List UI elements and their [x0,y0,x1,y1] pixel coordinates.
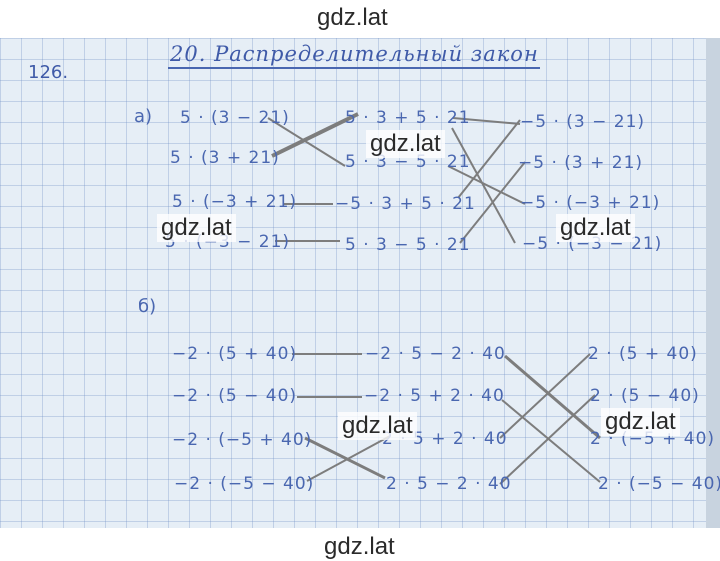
connector-b5 [504,354,601,440]
part-a-right-1: −5 · (3 − 21) [520,112,646,132]
part-b-right-1: 2 · (5 + 40) [588,344,698,364]
watermark-mid-5: gdz.lat [601,408,680,436]
part-a-middle-4: 5 · 3 − 5 · 21 [345,235,471,255]
part-b-label: б) [138,296,157,317]
page-edge [706,38,720,528]
connector-a5 [452,117,521,125]
part-a-left-2: 5 · (3 + 21) [170,148,280,168]
watermark-bottom: gdz.lat [320,533,399,561]
part-a-left-1: 5 · (3 − 21) [180,108,290,128]
part-b-right-2: 2 · (5 − 40) [590,386,700,406]
notebook-page: 126. 20. Распределительный закон а) 5 · … [0,38,720,528]
part-b-middle-1: −2 · 5 − 2 · 40 [365,344,506,364]
connector-a2 [271,112,359,158]
part-b-left-1: −2 · (5 + 40) [172,344,298,364]
connector-b3 [304,436,386,480]
part-b-middle-4: 2 · 5 − 2 · 40 [386,474,512,494]
part-a-middle-1: 5 · 3 + 5 · 21 [345,108,471,128]
watermark-mid-2: gdz.lat [157,214,236,242]
connector-b4 [306,435,391,482]
title-underline [168,67,540,69]
part-b-left-4: −2 · (−5 − 40) [174,474,315,494]
part-b-middle-2: −2 · 5 + 2 · 40 [364,386,505,406]
watermark-top: gdz.lat [313,4,392,32]
part-b-left-3: −2 · (−5 + 40) [172,430,313,450]
connector-a6 [447,165,526,205]
part-b-right-4: 2 · (−5 − 40) [598,474,720,494]
connector-a9 [459,161,526,244]
part-a-label: а) [134,106,153,127]
watermark-mid-3: gdz.lat [556,214,635,242]
connector-b8 [499,394,596,485]
exercise-number: 126. [28,62,69,83]
part-b-left-2: −2 · (5 − 40) [172,386,298,406]
section-title: 20. Распределительный закон [170,42,539,66]
connector-a8 [451,127,516,244]
part-a-left-3: 5 · (−3 + 21) [172,192,298,212]
part-a-right-3: −5 · (−3 + 21) [520,193,661,213]
watermark-mid-4: gdz.lat [338,412,417,440]
connector-a7 [457,119,521,199]
connector-b7 [499,353,591,439]
part-a-right-2: −5 · (3 + 21) [518,153,644,173]
connector-lines [267,112,601,485]
connector-b6 [501,399,601,483]
connector-a1 [267,117,346,167]
watermark-mid-1: gdz.lat [366,130,445,158]
part-a-middle-3: −5 · 3 + 5 · 21 [335,194,476,214]
